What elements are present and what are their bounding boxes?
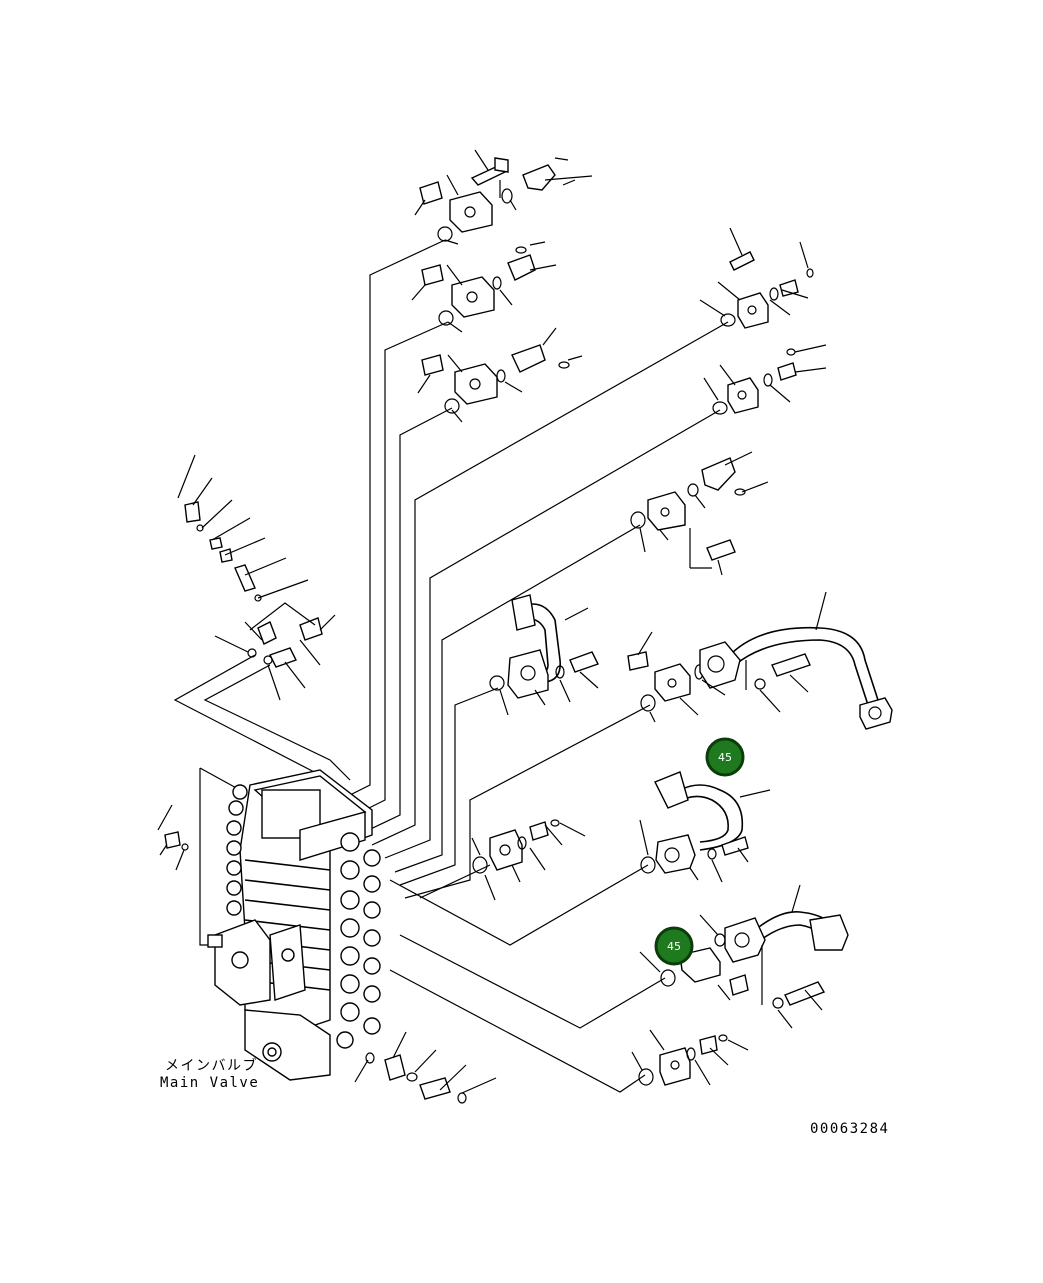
callout-45-lower[interactable]: 45 bbox=[654, 926, 694, 966]
right-upper-fittings bbox=[630, 227, 827, 576]
hydraulic-lines bbox=[173, 239, 729, 1093]
left-fittings bbox=[177, 454, 336, 701]
lower-right-pipes bbox=[471, 771, 849, 1086]
main-valve-label-en: Main Valve bbox=[160, 1075, 259, 1091]
main-valve-label-jp: メインバルブ bbox=[165, 1057, 258, 1074]
bottom-fittings bbox=[157, 804, 497, 1104]
top-fittings bbox=[411, 149, 593, 423]
main-valve bbox=[207, 769, 381, 1081]
main-valve-label: メインバルブ Main Valve bbox=[160, 1057, 259, 1091]
callout-45-upper[interactable]: 45 bbox=[705, 737, 745, 777]
callout-circle[interactable] bbox=[654, 926, 694, 966]
figure-number: 00063284 bbox=[810, 1121, 889, 1137]
middle-pipes bbox=[489, 591, 893, 730]
callout-number: 45 bbox=[718, 751, 732, 764]
callout-number: 45 bbox=[667, 940, 681, 953]
callout-circle[interactable] bbox=[705, 737, 745, 777]
